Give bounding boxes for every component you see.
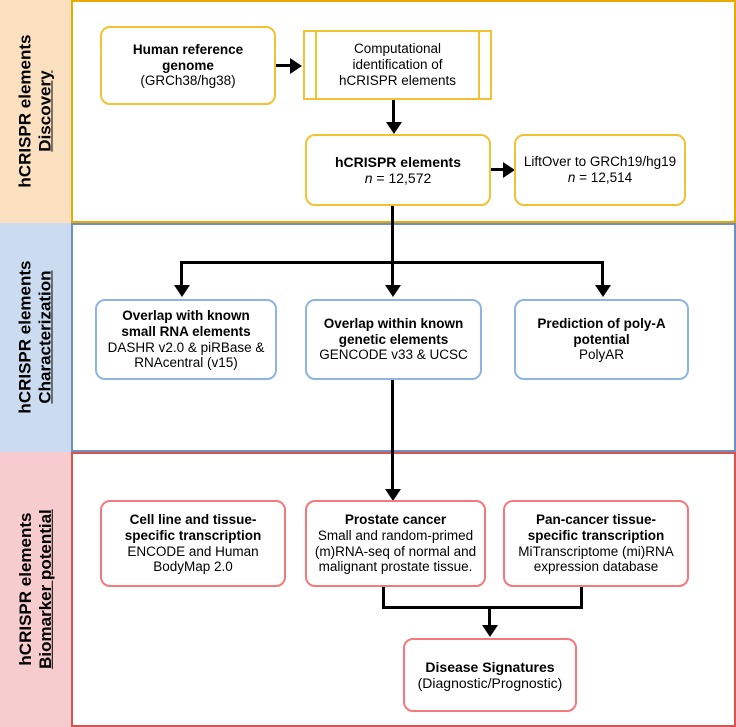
node-cell-line-title-line2: specific transcription — [124, 527, 262, 543]
section-biomarker-potential — [0, 452, 736, 727]
node-liftover[interactable]: LiftOver to GRCh19/hg19 n = 12,514 — [514, 134, 686, 206]
node-human-reference-genome-title-line1: Human reference — [132, 42, 244, 58]
node-overlap-genetic-elements-title-line1: Overlap within known — [323, 316, 464, 332]
connector-computational-to-hcrispr — [392, 100, 395, 126]
node-hcrispr-elements-title: hCRISPR elements — [334, 153, 462, 170]
arrowhead-to-genetic-elements — [385, 285, 401, 297]
node-pan-cancer-sub-line1: MiTranscriptome (mi)RNA — [518, 543, 674, 559]
node-pan-cancer-sub-line2: expression database — [533, 559, 659, 575]
node-overlap-genetic-elements-sub-line1: GENCODE v33 & UCSC — [319, 347, 468, 363]
connector-fanout-center-drop — [391, 261, 394, 289]
node-hcrispr-elements-count-value: = 12,572 — [376, 170, 432, 186]
node-liftover-count: n = 12,514 — [568, 170, 632, 186]
arrowhead-computational-to-hcrispr — [386, 122, 402, 134]
sidebar-discovery-line2: Discovery — [35, 70, 55, 153]
sidebar-label-discovery: hCRISPR elements Discovery — [0, 0, 73, 223]
node-hcrispr-elements[interactable]: hCRISPR elements n = 12,572 — [305, 134, 491, 206]
node-cell-line-sub-line1: ENCODE and Human — [127, 543, 259, 559]
node-cell-line-title-line1: Cell line and tissue- — [129, 512, 257, 528]
connector-fanout-right-drop — [601, 261, 604, 289]
connector-genome-to-computational — [276, 64, 292, 67]
node-computational-identification-line3: hCRISPR elements — [338, 73, 457, 89]
sidebar-biomarker-line2: Biomarker potential — [35, 509, 55, 670]
node-human-reference-genome-subtitle: (GRCh38/hg38) — [140, 73, 236, 89]
node-prostate-cancer-sub-line2: (m)RNA-seq of normal and — [314, 543, 477, 559]
node-human-reference-genome-title-line2: genome — [162, 57, 214, 73]
node-disease-signatures-title: Disease Signatures — [425, 658, 555, 675]
node-overlap-small-rna-title-line2: small RNA elements — [121, 323, 251, 339]
connector-pan-cancer-down — [580, 587, 583, 608]
predefined-process-left-bar — [315, 32, 317, 98]
sidebar-label-biomarker-potential: hCRISPR elements Biomarker potential — [0, 452, 73, 727]
connector-genetic-to-prostate — [391, 380, 394, 493]
node-liftover-count-symbol: n — [567, 170, 576, 185]
node-computational-identification-line1: Computational — [353, 40, 442, 56]
node-computational-identification-line2: identification of — [352, 56, 443, 72]
node-prostate-cancer-title: Prostate cancer — [344, 512, 447, 528]
node-overlap-genetic-elements[interactable]: Overlap within known genetic elements GE… — [305, 299, 482, 380]
node-disease-signatures-subtitle: (Diagnostic/Prognostic) — [417, 675, 563, 691]
node-overlap-genetic-elements-title-line2: genetic elements — [338, 331, 449, 347]
sidebar-biomarker-line1: hCRISPR elements — [15, 512, 35, 667]
arrowhead-genome-to-computational — [290, 58, 302, 74]
node-prediction-polya-title-line2: potential — [573, 331, 630, 347]
sidebar-discovery-line1: hCRISPR elements — [15, 34, 35, 189]
node-human-reference-genome[interactable]: Human reference genome (GRCh38/hg38) — [100, 26, 276, 105]
node-computational-identification[interactable]: Computational identification of hCRISPR … — [303, 30, 492, 100]
node-overlap-small-rna-sub-line2: RNAcentral (v15) — [134, 355, 238, 371]
arrowhead-to-small-rna — [174, 285, 190, 297]
sidebar-label-characterization: hCRISPR elements Characterization — [0, 223, 73, 452]
node-disease-signatures[interactable]: Disease Signatures (Diagnostic/Prognosti… — [403, 638, 577, 712]
node-pan-cancer-title-line1: Pan-cancer tissue- — [535, 512, 657, 528]
predefined-process-right-bar — [478, 32, 480, 98]
connector-hcrispr-down-trunk — [391, 206, 394, 263]
arrowhead-hcrispr-to-liftover — [503, 162, 515, 178]
node-overlap-small-rna[interactable]: Overlap with known small RNA elements DA… — [95, 299, 277, 380]
node-hcrispr-elements-count-symbol: n — [364, 170, 373, 186]
connector-merge-to-disease — [488, 606, 491, 629]
node-overlap-small-rna-title-line1: Overlap with known — [122, 308, 250, 324]
arrowhead-to-polya — [595, 285, 611, 297]
node-hcrispr-elements-count: n = 12,572 — [365, 170, 432, 186]
node-prediction-polya-sub-line1: PolyAR — [578, 347, 624, 363]
node-pan-cancer-transcription[interactable]: Pan-cancer tissue- specific transcriptio… — [503, 500, 689, 587]
node-liftover-title: LiftOver to GRCh19/hg19 — [523, 154, 677, 170]
node-liftover-count-value: = 12,514 — [579, 170, 633, 185]
node-pan-cancer-title-line2: specific transcription — [527, 527, 665, 543]
node-prediction-polya[interactable]: Prediction of poly-A potential PolyAR — [514, 299, 689, 380]
node-overlap-small-rna-sub-line1: DASHR v2.0 & piRBase & — [107, 339, 265, 355]
node-prostate-cancer-sub-line1: Small and random-primed — [317, 527, 474, 543]
connector-hcrispr-to-liftover — [491, 168, 505, 171]
sidebar-characterization-line2: Characterization — [35, 270, 55, 405]
node-prediction-polya-title-line1: Prediction of poly-A — [537, 316, 666, 332]
arrowhead-to-disease-signatures — [482, 625, 498, 637]
node-prostate-cancer[interactable]: Prostate cancer Small and random-primed … — [305, 500, 486, 587]
connector-prostate-down — [382, 587, 385, 608]
node-cell-line-sub-line2: BodyMap 2.0 — [153, 559, 233, 575]
connector-fanout-left-drop — [180, 261, 183, 289]
arrowhead-to-prostate-cancer — [385, 489, 401, 501]
node-prostate-cancer-sub-line3: malignant prostate tissue. — [318, 559, 473, 575]
sidebar-characterization-line1: hCRISPR elements — [15, 260, 35, 415]
node-cell-line-tissue-transcription[interactable]: Cell line and tissue- specific transcrip… — [100, 500, 286, 587]
connector-merge-bar — [382, 606, 583, 609]
